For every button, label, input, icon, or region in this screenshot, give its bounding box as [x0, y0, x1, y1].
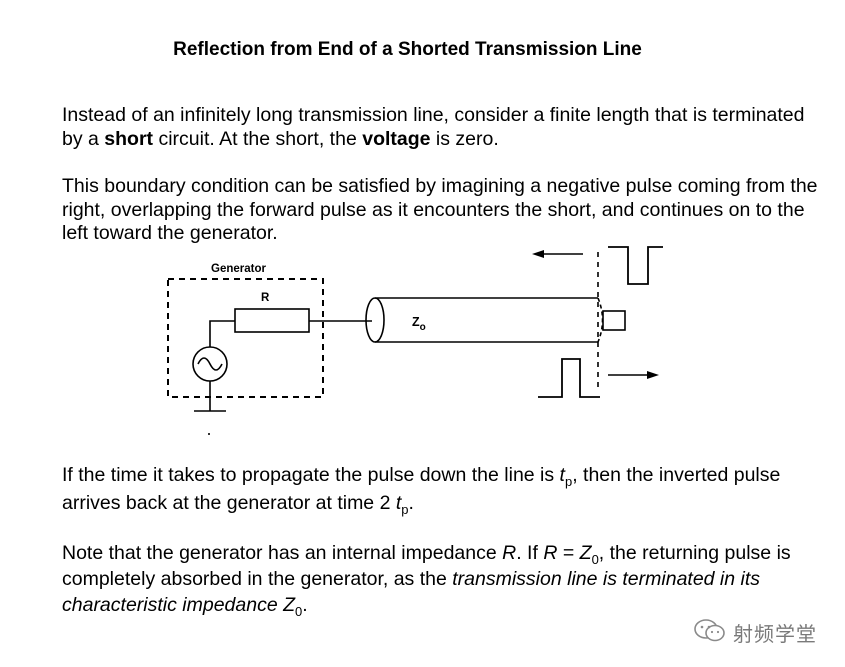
generator-label: Generator: [211, 263, 266, 275]
transmission-line-diagram: Generator R Zo: [167, 246, 663, 435]
page-title: Reflection from End of a Shorted Transmi…: [173, 39, 642, 60]
watermark: 射频学堂: [693, 616, 833, 646]
paragraph-intro: Instead of an infinitely long transmissi…: [62, 104, 805, 150]
forward-pulse: [538, 358, 600, 398]
generator-box: [167, 278, 324, 398]
ac-source-icon: [192, 346, 228, 382]
watermark-text: 射频学堂: [733, 624, 817, 646]
paragraph-propagation: If the time it takes to propagate the pu…: [62, 464, 781, 517]
resistor-label: R: [261, 292, 270, 304]
wechat-logo-icon: [694, 619, 725, 642]
line-impedance-label: Zo: [412, 315, 426, 333]
paragraph-impedance: Note that the generator has an internal …: [62, 542, 791, 619]
resistor-symbol: [234, 308, 310, 333]
coax-cable: [365, 297, 626, 343]
short-termination: [602, 310, 626, 331]
inverted-pulse: [608, 246, 663, 285]
paragraph-boundary: This boundary condition can be satisfied…: [62, 175, 818, 244]
